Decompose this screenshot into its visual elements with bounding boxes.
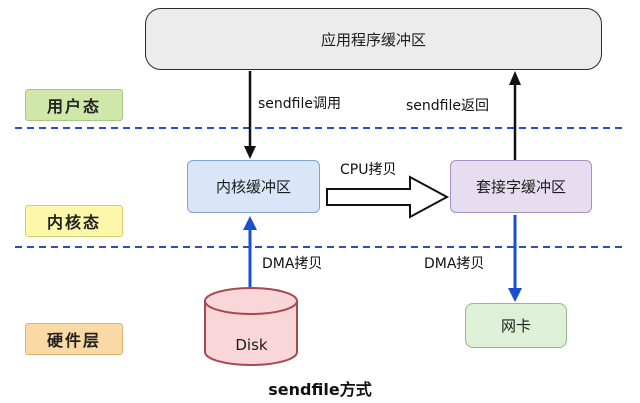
sendfile-call-caption: sendfile调用	[258, 96, 341, 112]
diagram-title: sendfile方式	[268, 380, 372, 399]
app-buffer-node: 应用程序缓冲区	[145, 8, 602, 70]
socket-buffer-node: 套接字缓冲区	[450, 160, 592, 213]
dma-copy-right-caption: DMA拷贝	[424, 256, 485, 272]
hardware-layer-label: 硬件层	[25, 323, 123, 355]
kernel-mode-label: 内核态	[25, 205, 123, 237]
disk-label: Disk	[235, 336, 268, 354]
kernel-buffer-node: 内核缓冲区	[187, 160, 320, 213]
cpu-copy-caption: CPU拷贝	[340, 162, 397, 178]
sendfile-return-arrow	[509, 71, 521, 160]
sendfile-call-arrow	[244, 71, 256, 159]
sendfile-return-caption: sendfile返回	[406, 98, 489, 114]
cpu-copy-arrow	[326, 175, 450, 219]
dma-copy-arrow-left	[243, 216, 257, 290]
dma-copy-arrow-right	[508, 215, 522, 302]
user-mode-label: 用户态	[25, 89, 123, 121]
nic-node: 网卡	[465, 303, 567, 348]
dma-copy-left-caption: DMA拷贝	[262, 256, 323, 272]
disk-cylinder-icon	[204, 287, 298, 366]
